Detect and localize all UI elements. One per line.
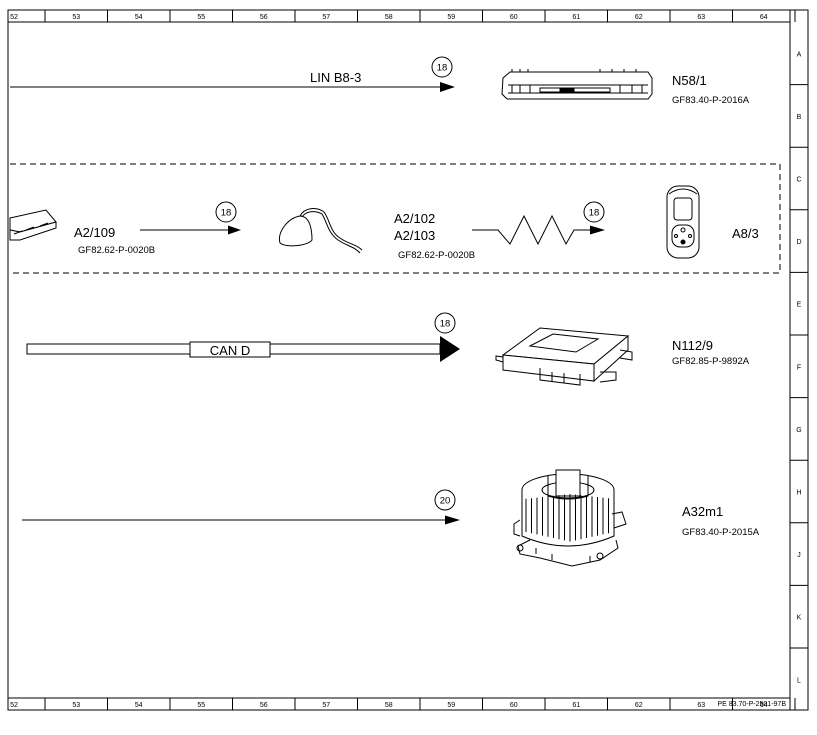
a32m1-id: A32m1 [682,504,723,519]
remote-section: A2/109 GF82.62-P-0020B 18 A2/102 A2/103 … [9,163,781,274]
column-label: 54 [135,14,143,21]
a32m1-doc: GF83.40-P-2015A [682,527,760,538]
fan-blades [525,494,615,542]
column-label: 63 [697,702,705,709]
n112-doc: GF82.85-P-9892A [672,356,750,367]
column-label: 57 [322,14,330,21]
column-label: 53 [72,702,80,709]
row-label: D [796,239,801,246]
column-label: 56 [260,702,268,709]
svg-text:18: 18 [437,63,448,74]
remote-badge-left: 18 [215,201,237,223]
blower-badge: 20 [434,489,456,511]
a2-102-id: A2/102 [394,211,435,226]
row-label: L [797,677,801,684]
a2-103-id: A2/103 [394,228,435,243]
column-label: 61 [572,14,580,21]
n58-doc: GF83.40-P-2016A [672,95,750,106]
svg-text:18: 18 [221,208,232,219]
svg-text:18: 18 [589,208,600,219]
can-arrow-head [440,336,460,362]
column-label: 52 [10,14,18,21]
n58-id: N58/1 [672,73,707,88]
a8-3-id: A8/3 [732,226,759,241]
a2-102-doc: GF82.62-P-0020B [398,250,475,261]
column-label: 62 [635,702,643,709]
column-label: 55 [197,14,205,21]
control-unit-icon [495,327,633,386]
row-label: F [797,364,801,371]
a2-109-doc: GF82.62-P-0020B [78,245,155,256]
a2-109-id: A2/109 [74,225,115,240]
blower-section: 20 A32m1 GF83.40-P-2015A [22,469,760,567]
row-label: A [797,51,802,58]
column-label: 60 [510,702,518,709]
column-labels-bottom: 52 53 54 55 56 57 58 59 60 61 62 63 64 [10,702,768,709]
radio-wave [472,214,590,246]
column-label: 57 [322,702,330,709]
column-label: 62 [635,14,643,21]
lin-bus-label: LIN B8-3 [310,70,361,85]
column-label: 59 [447,14,455,21]
column-label: 52 [10,702,18,709]
svg-text:20: 20 [440,496,451,507]
blower-motor-icon [513,469,627,567]
row-label: J [797,552,801,559]
antenna-icon [9,209,57,241]
column-label: 61 [572,702,580,709]
row-label: G [796,427,801,434]
remote-badge-right: 18 [583,201,605,223]
column-label: 64 [760,702,768,709]
column-label: 58 [385,702,393,709]
column-label: 58 [385,14,393,21]
column-label: 53 [72,14,80,21]
column-label: 59 [447,702,455,709]
row-grid [790,84,808,649]
column-label: 60 [510,14,518,21]
lin-badge: 18 [431,56,453,78]
column-label: 55 [197,702,205,709]
row-label: K [797,615,802,622]
svg-text:18: 18 [440,319,451,330]
blower-arrow-head [445,515,460,525]
remote-arrow-left-head [228,225,241,235]
drawing-frame [7,9,809,711]
row-label: B [797,114,802,121]
lin-arrow-head [440,82,455,92]
can-bus-label: CAN D [210,343,250,358]
column-label: 54 [135,702,143,709]
receiver-icon [279,208,363,254]
column-label: 63 [697,14,705,21]
n112-id: N112/9 [672,338,713,353]
can-label-box [189,341,271,358]
row-labels: A B C D E F G H J K L [796,51,801,684]
column-grid [44,10,796,710]
dashed-boundary [10,163,781,274]
document-number: PE 83.70-P-2501-97B [718,701,787,708]
column-label: 64 [760,14,768,21]
can-badge: 18 [434,312,456,334]
row-label: C [796,177,801,184]
remote-control-icon [666,185,700,259]
column-labels-top: 52 53 54 55 56 57 58 59 60 61 62 63 64 [10,14,768,21]
row-label: E [797,302,802,309]
column-label: 56 [260,14,268,21]
can-section: CAN D 18 N112/9 GF82.85-P-9892A [26,312,750,386]
remote-arrow-right-head [590,225,605,235]
row-label: H [796,490,801,497]
lin-section: LIN B8-3 18 N58/1 GF83.40-P-2016A [10,56,750,106]
control-panel-icon [501,69,653,100]
